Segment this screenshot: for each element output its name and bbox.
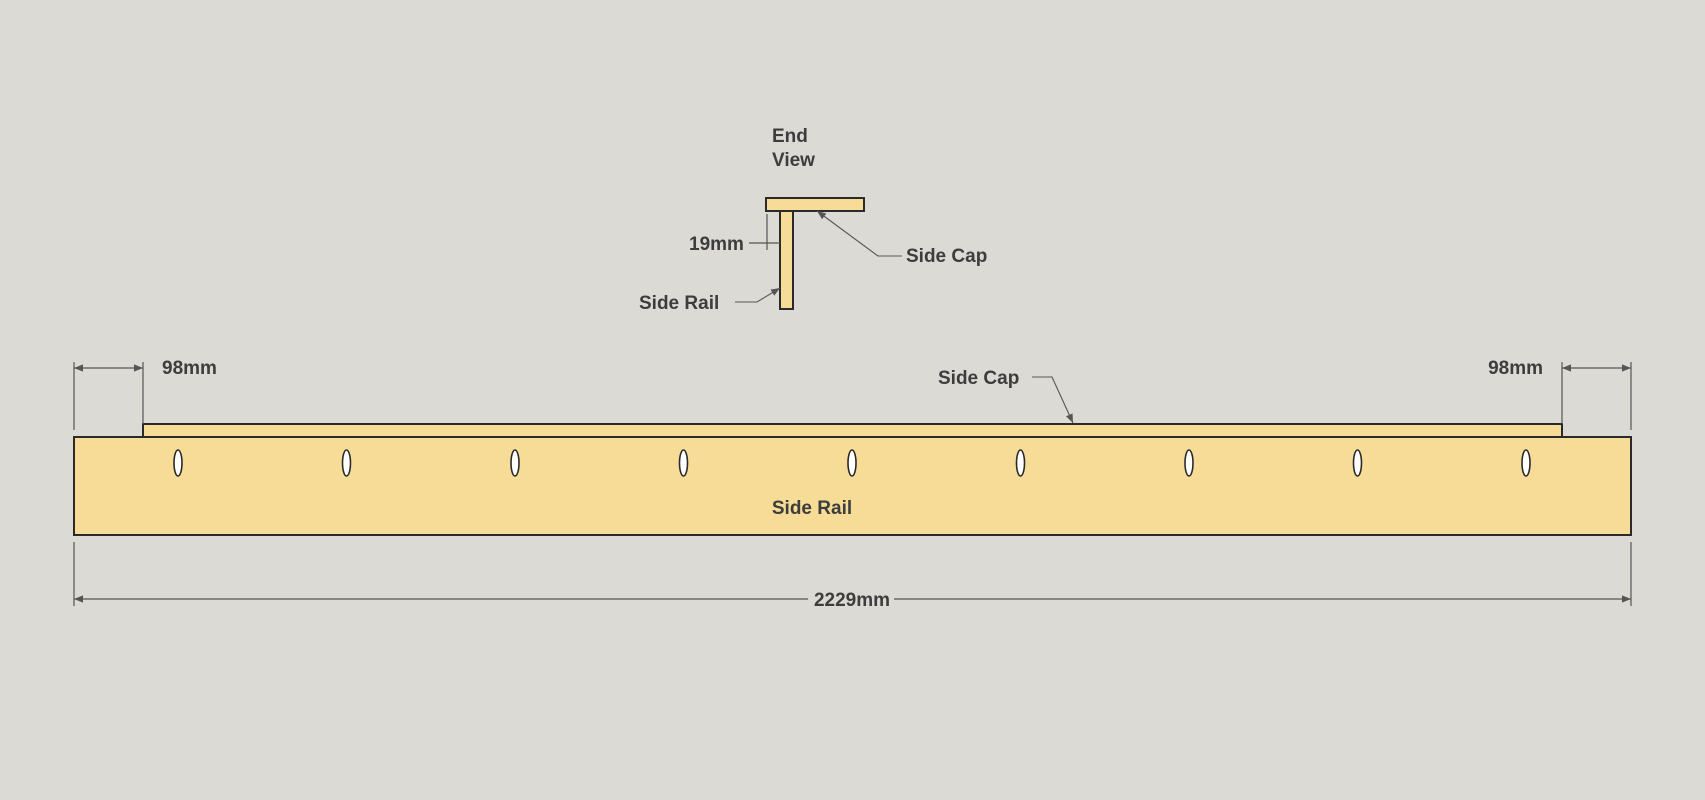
pocket-hole <box>1015 449 1026 477</box>
end-view-rail-label: Side Rail <box>639 293 719 314</box>
thickness-label: 19mm <box>689 234 744 255</box>
pocket-hole <box>341 449 352 477</box>
side-view-side-cap <box>142 423 1563 439</box>
end-view-title-line2: View <box>772 150 815 171</box>
pocket-hole <box>1352 449 1363 477</box>
end-view-cap-label: Side Cap <box>906 246 987 267</box>
pocket-holes <box>173 449 1531 477</box>
pocket-hole <box>1521 449 1531 477</box>
pocket-hole <box>678 449 689 477</box>
side-view: Side Rail Side Cap 98mm 98mm 2229mm <box>73 358 1632 611</box>
side-view-cap-label: Side Cap <box>938 368 1019 389</box>
pocket-hole <box>173 449 183 477</box>
pocket-hole <box>510 449 520 477</box>
pocket-hole <box>1184 449 1194 477</box>
end-view-title-line1: End <box>772 126 808 147</box>
left-offset-label: 98mm <box>162 358 217 379</box>
side-view-cap-leader <box>1032 376 1074 424</box>
right-offset-label: 98mm <box>1488 358 1543 379</box>
overall-label-backdrop <box>808 588 894 610</box>
end-view-side-cap <box>765 197 865 212</box>
end-view: End View 19mm Side Cap Side Rail <box>639 126 987 314</box>
end-view-cap-leader <box>816 210 902 257</box>
side-view-rail-label: Side Rail <box>772 498 852 519</box>
end-view-rail-leader <box>735 287 781 303</box>
end-view-side-rail <box>779 210 794 310</box>
overall-length-label: 2229mm <box>814 590 890 611</box>
pocket-hole <box>847 449 857 477</box>
